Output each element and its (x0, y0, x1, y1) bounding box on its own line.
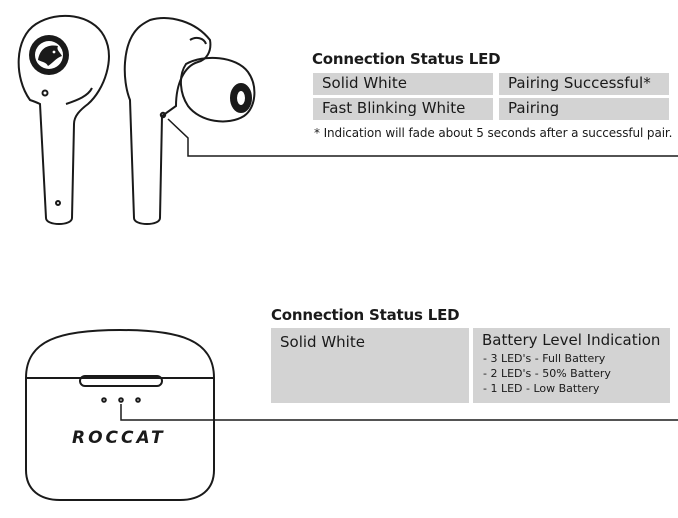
case-meaning-label: Battery Level Indication (482, 331, 661, 349)
case-led-leader-line (120, 404, 678, 421)
earbud-row-1-state: Solid White (313, 73, 493, 95)
earbud-row-2-meaning: Pairing (499, 98, 669, 120)
battery-level-item: - 3 LED's - Full Battery (483, 352, 606, 365)
roccat-panther-logo-icon (29, 35, 69, 75)
earbud-row-2-state: Fast Blinking White (313, 98, 493, 120)
roccat-wordmark: ROCCAT (72, 428, 166, 448)
case-state-cell: Solid White (271, 328, 469, 403)
left-earbud-illustration (17, 14, 110, 225)
right-earbud-illustration (123, 17, 256, 225)
battery-level-item: - 2 LED's - 50% Battery (483, 367, 611, 380)
case-led-title: Connection Status LED (271, 306, 460, 324)
case-state-label: Solid White (280, 333, 365, 351)
charging-case-illustration (25, 328, 215, 501)
earbud-row-1-meaning: Pairing Successful* (499, 73, 669, 95)
case-meaning-cell: Battery Level Indication - 3 LED's - Ful… (473, 328, 670, 403)
earbud-led-leader-line (167, 118, 678, 157)
battery-level-item: - 1 LED - Low Battery (483, 382, 600, 395)
earbuds-footnote: * Indication will fade about 5 seconds a… (314, 126, 673, 140)
earbuds-led-title: Connection Status LED (312, 50, 501, 68)
